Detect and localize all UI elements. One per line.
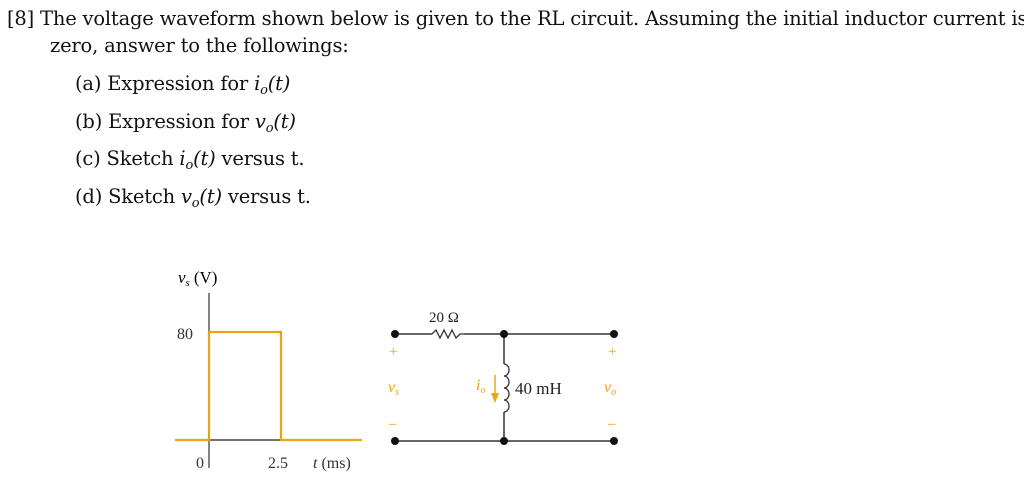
vo-minus-sign: – xyxy=(607,416,616,432)
item-var: i xyxy=(254,72,261,95)
io-label: io xyxy=(476,377,485,396)
item-var: v xyxy=(254,110,266,133)
terminal-vo-plus xyxy=(610,330,618,338)
x-axis-label: t(ms) xyxy=(313,455,351,472)
node-top xyxy=(500,330,508,338)
vo-label: vo xyxy=(604,379,616,398)
terminal-vs-minus xyxy=(391,437,399,445)
item-tail: versus t. xyxy=(227,185,311,208)
item-arg: (t) xyxy=(193,147,216,170)
item-a: (a) Expression for io(t) xyxy=(75,72,291,98)
question-number: [8] xyxy=(7,7,35,30)
vs-minus-sign: – xyxy=(388,416,397,432)
item-sub: o xyxy=(260,83,268,98)
item-label: (a) xyxy=(75,72,102,95)
item-c: (c) Sketch io(t) versus t. xyxy=(75,147,305,173)
item-d: (d) Sketch vo(t) versus t. xyxy=(75,185,311,211)
item-b: (b) Expression for vo(t) xyxy=(75,110,296,136)
item-sub: o xyxy=(191,196,200,211)
terminal-vo-minus xyxy=(610,437,618,445)
question-line-1: [8] The voltage waveform shown below is … xyxy=(7,7,1024,30)
item-text: Sketch xyxy=(108,185,175,208)
question-text-1: The voltage waveform shown below is give… xyxy=(40,7,1024,30)
resistor-label: 20 Ω xyxy=(429,310,459,326)
x-tick-0: 0 xyxy=(196,455,204,472)
question-line-2: zero, answer to the followings: xyxy=(50,34,349,57)
question-text-2: zero, answer to the followings: xyxy=(50,34,349,57)
inductor-label: 40 mH xyxy=(515,379,562,398)
item-var: v xyxy=(180,185,192,208)
item-arg: (t) xyxy=(267,72,291,95)
item-tail: versus t. xyxy=(221,147,305,170)
item-text: Sketch xyxy=(106,147,174,170)
item-arg: (t) xyxy=(199,185,222,208)
item-label: (c) xyxy=(75,147,101,170)
item-sub: o xyxy=(265,121,274,136)
vo-plus-sign: + xyxy=(608,344,616,360)
item-sub: o xyxy=(185,158,194,173)
waveform-chart: vs(V) 80 0 2.5 t(ms) xyxy=(175,268,362,472)
x-tick-2-5: 2.5 xyxy=(268,455,288,472)
item-text: Expression for xyxy=(107,72,249,95)
y-tick-80: 80 xyxy=(177,326,193,343)
current-arrow-icon xyxy=(491,393,499,403)
vs-plus-sign: + xyxy=(389,344,397,360)
item-label: (b) xyxy=(75,110,103,133)
resistor-icon xyxy=(431,328,464,340)
node-bottom xyxy=(500,437,508,445)
vs-label: vs xyxy=(388,379,399,398)
terminal-vs-plus xyxy=(391,330,399,338)
item-arg: (t) xyxy=(273,110,296,133)
inductor-icon xyxy=(503,363,510,413)
item-var: i xyxy=(179,147,186,170)
rl-circuit: 20 Ω 40 mH + vs – + vo – io xyxy=(388,310,618,445)
y-axis-label: vs(V) xyxy=(178,268,217,289)
item-text: Expression for xyxy=(108,110,249,133)
pulse-waveform xyxy=(175,330,362,442)
item-label: (d) xyxy=(75,185,103,208)
